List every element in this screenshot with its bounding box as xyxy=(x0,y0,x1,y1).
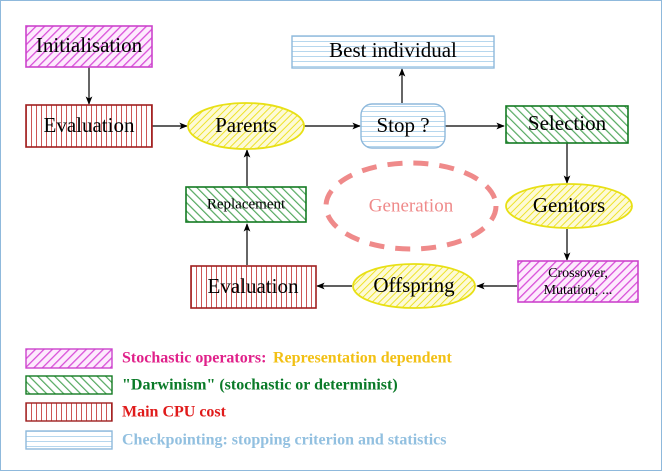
node-crossover-mutation[interactable]: Crossover, Mutation, ... xyxy=(517,260,639,303)
node-stop[interactable]: Stop ? xyxy=(360,103,446,149)
node-initialisation[interactable]: Initialisation xyxy=(25,25,153,68)
node-generation: Generation xyxy=(323,160,499,252)
node-genitors[interactable]: Genitors xyxy=(505,183,633,229)
edge-group xyxy=(85,67,571,290)
legend-swatch-red-vertical-hatch xyxy=(25,402,113,422)
node-selection[interactable]: Selection xyxy=(505,105,629,144)
node-evaluation-top-label: Evaluation xyxy=(44,113,135,137)
node-evaluation-top[interactable]: Evaluation xyxy=(25,104,153,148)
legend-label-darwinism: "Darwinism" (stochastic or determinist) xyxy=(122,377,398,394)
legend-swatch-magenta-diagonal-hatch xyxy=(25,348,113,369)
node-crossover-label-line2: Mutation, ... xyxy=(544,283,613,298)
node-offspring-label: Offspring xyxy=(373,273,455,297)
legend-item-stochastic: Stochastic operators: Representation dep… xyxy=(25,348,452,369)
legend-label-representation: Representation dependent xyxy=(273,350,452,367)
legend-item-darwinism: "Darwinism" (stochastic or determinist) xyxy=(25,375,398,395)
node-crossover-label-line1: Crossover, xyxy=(548,266,608,281)
node-initialisation-label: Initialisation xyxy=(36,33,143,57)
legend-label-stochastic: Stochastic operators: xyxy=(122,350,266,367)
legend: Stochastic operators: Representation dep… xyxy=(25,348,452,450)
node-stop-label: Stop ? xyxy=(376,113,429,137)
legend-swatch-blue-horizontal-hatch xyxy=(25,430,113,450)
node-genitors-label: Genitors xyxy=(533,193,605,217)
node-parents[interactable]: Parents xyxy=(187,102,305,150)
node-generation-label: Generation xyxy=(369,195,454,216)
node-parents-label: Parents xyxy=(215,113,277,137)
legend-item-cpu-cost: Main CPU cost xyxy=(25,402,227,422)
node-evaluation-bottom-label: Evaluation xyxy=(208,274,299,298)
node-selection-label: Selection xyxy=(528,111,607,135)
node-replacement-label: Replacement xyxy=(207,196,286,212)
node-best-individual[interactable]: Best individual xyxy=(291,35,495,69)
node-offspring[interactable]: Offspring xyxy=(352,263,476,309)
legend-item-checkpointing: Checkpointing: stopping criterion and st… xyxy=(25,430,446,450)
node-best-individual-label: Best individual xyxy=(329,38,457,62)
legend-label-checkpointing: Checkpointing: stopping criterion and st… xyxy=(122,432,446,449)
legend-swatch-green-diagonal-hatch xyxy=(25,375,113,395)
node-evaluation-bottom[interactable]: Evaluation xyxy=(190,265,317,309)
node-replacement[interactable]: Replacement xyxy=(185,186,307,223)
legend-label-cpu-cost: Main CPU cost xyxy=(122,404,227,421)
